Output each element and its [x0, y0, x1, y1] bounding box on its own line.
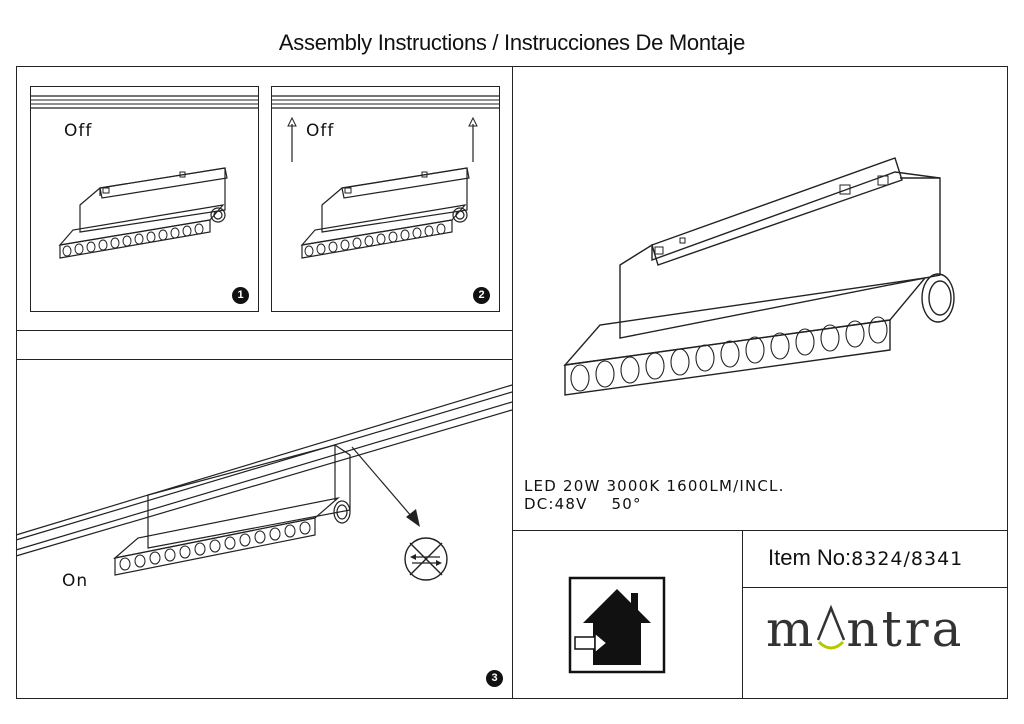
brand-logo: m ntra	[766, 600, 964, 658]
brand-a-mark	[817, 604, 846, 650]
product-luminaire-large	[563, 157, 955, 396]
step-1-luminaire	[58, 167, 228, 259]
indoor-use-icon	[568, 576, 666, 674]
brand-text-start: m	[766, 600, 817, 658]
divider-step12-bottom	[16, 330, 512, 331]
step-2-number: 2	[473, 287, 490, 304]
step-3-pointer-arrow	[351, 446, 420, 527]
item-number: Item No:8324/8341	[768, 545, 963, 571]
step-1-panel	[30, 86, 259, 312]
step-1-track	[30, 95, 259, 109]
brand-text-end: ntra	[846, 600, 965, 658]
brand-a-chevron	[816, 604, 846, 650]
divider-vertical-main	[512, 66, 513, 699]
step-2-track	[271, 95, 500, 109]
step-3-label: On	[62, 571, 89, 591]
item-number-prefix: Item No:	[768, 545, 852, 570]
step-3-luminaire	[112, 444, 351, 576]
step-1-label: Off	[64, 121, 93, 141]
no-rotate-icon	[404, 537, 448, 581]
divider-right-lower	[512, 530, 1008, 531]
step-2-label: Off	[306, 121, 335, 141]
step-3-number: 3	[486, 670, 503, 687]
step-3-track-rail	[15, 384, 513, 557]
divider-brand-vertical	[742, 530, 743, 699]
product-specs: LED 20W 3000K 1600LM/INCL. DC:48V 50°	[524, 477, 785, 513]
step-2-panel	[271, 86, 500, 312]
arrow-up-icon	[287, 116, 297, 162]
divider-brand-horizontal	[742, 587, 1008, 588]
specs-line-voltage: DC:48V 50°	[524, 495, 642, 513]
item-number-code: 8324/8341	[851, 548, 964, 570]
arrow-up-icon	[468, 116, 478, 162]
step-2-luminaire	[300, 167, 470, 259]
divider-step3-top	[16, 359, 512, 360]
page-title: Assembly Instructions / Instrucciones De…	[278, 30, 746, 55]
step-1-number: 1	[232, 287, 249, 304]
specs-line-power: LED 20W 3000K 1600LM/INCL.	[524, 477, 785, 495]
